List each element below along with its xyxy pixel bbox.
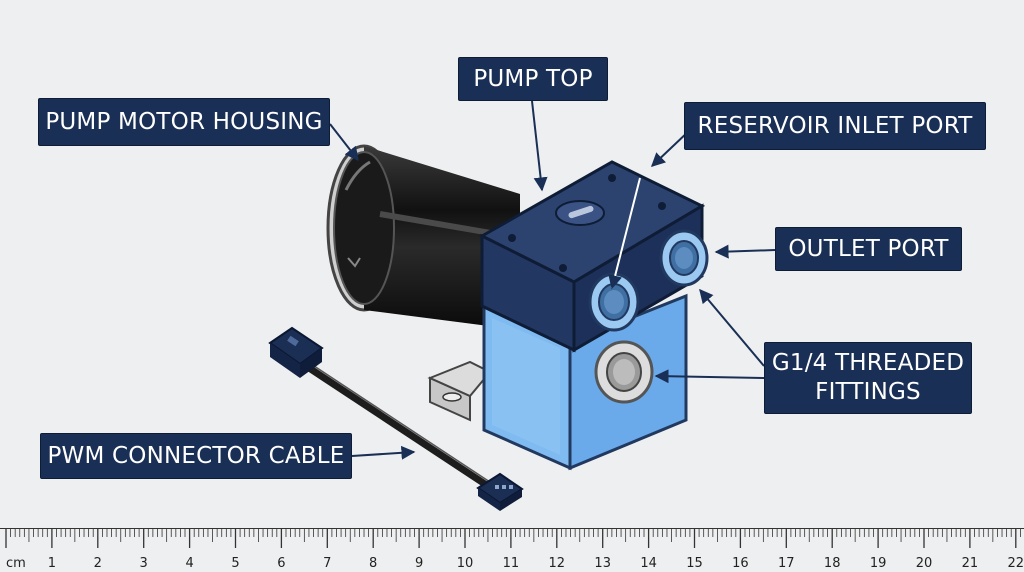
label-text-line2: FITTINGS [815,379,921,405]
ruler-tick-label: 11 [503,556,520,571]
label-threaded-fittings: G1/4 THREADED FITTINGS [764,342,972,414]
ruler-tick-label: 18 [824,556,841,571]
ruler-tick-label: 14 [640,556,657,571]
arrow-motor [329,123,359,162]
outlet-port [659,229,709,287]
label-pump-motor-housing: PUMP MOTOR HOUSING [38,98,330,146]
ruler-tick-label: 13 [594,556,611,571]
threaded-fitting [594,340,654,404]
ruler-tick-label: 6 [277,556,285,571]
cable-plug-bottom [476,472,524,511]
ruler-tick-label: 10 [457,556,474,571]
ruler-tick-label: 16 [732,556,749,571]
label-text: PUMP TOP [473,65,593,92]
arrow-inlet-white [608,177,641,290]
reservoir-inlet-port [588,272,640,332]
ruler-tick-label: 12 [549,556,566,571]
ruler-tick-label: 22 [1008,556,1024,571]
arrow-top [531,100,548,192]
label-pump-top: PUMP TOP [458,57,608,101]
label-text: PUMP MOTOR HOUSING [45,108,323,135]
label-outlet-port: OUTLET PORT [775,227,962,271]
ruler-tick-label: 7 [323,556,331,571]
ruler-ticks: 123456789101112131415161718192021222324 [5,529,1024,571]
ruler-tick-label: 19 [870,556,887,571]
arrow-outlet [714,244,776,259]
ruler-tick-label: 2 [94,556,102,571]
arrow-fitting-upper [699,288,765,367]
label-text-line1: G1/4 THREADED [771,350,965,376]
label-text: PWM CONNECTOR CABLE [47,442,345,469]
ruler-tick-label: 5 [231,556,239,571]
ruler-tick-label: 15 [686,556,703,571]
arrow-fitting-lower [654,369,765,384]
label-pwm-connector-cable: PWM CONNECTOR CABLE [40,433,352,479]
ruler: 123456789101112131415161718192021222324 … [0,528,1024,571]
callout-arrows [329,100,776,460]
ruler-tick-label: 3 [140,556,148,571]
label-text: OUTLET PORT [788,235,949,262]
label-reservoir-inlet-port: RESERVOIR INLET PORT [684,102,986,150]
ruler-tick-label: 8 [369,556,377,571]
cable-plug-top [268,326,324,378]
arrow-inlet [650,129,691,167]
ruler-tick-label: 17 [778,556,795,571]
ruler-tick-label: 1 [48,556,56,571]
pwm-connector-cable [268,326,524,511]
ruler-tick-label: 4 [185,556,193,571]
ruler-tick-label: 21 [962,556,979,571]
ruler-tick-label: 9 [415,556,423,571]
label-text: RESERVOIR INLET PORT [697,112,973,139]
ruler-tick-label: 20 [916,556,933,571]
mounting-bracket [427,360,492,422]
arrow-cable [351,445,416,460]
ruler-unit: cm [6,556,26,571]
